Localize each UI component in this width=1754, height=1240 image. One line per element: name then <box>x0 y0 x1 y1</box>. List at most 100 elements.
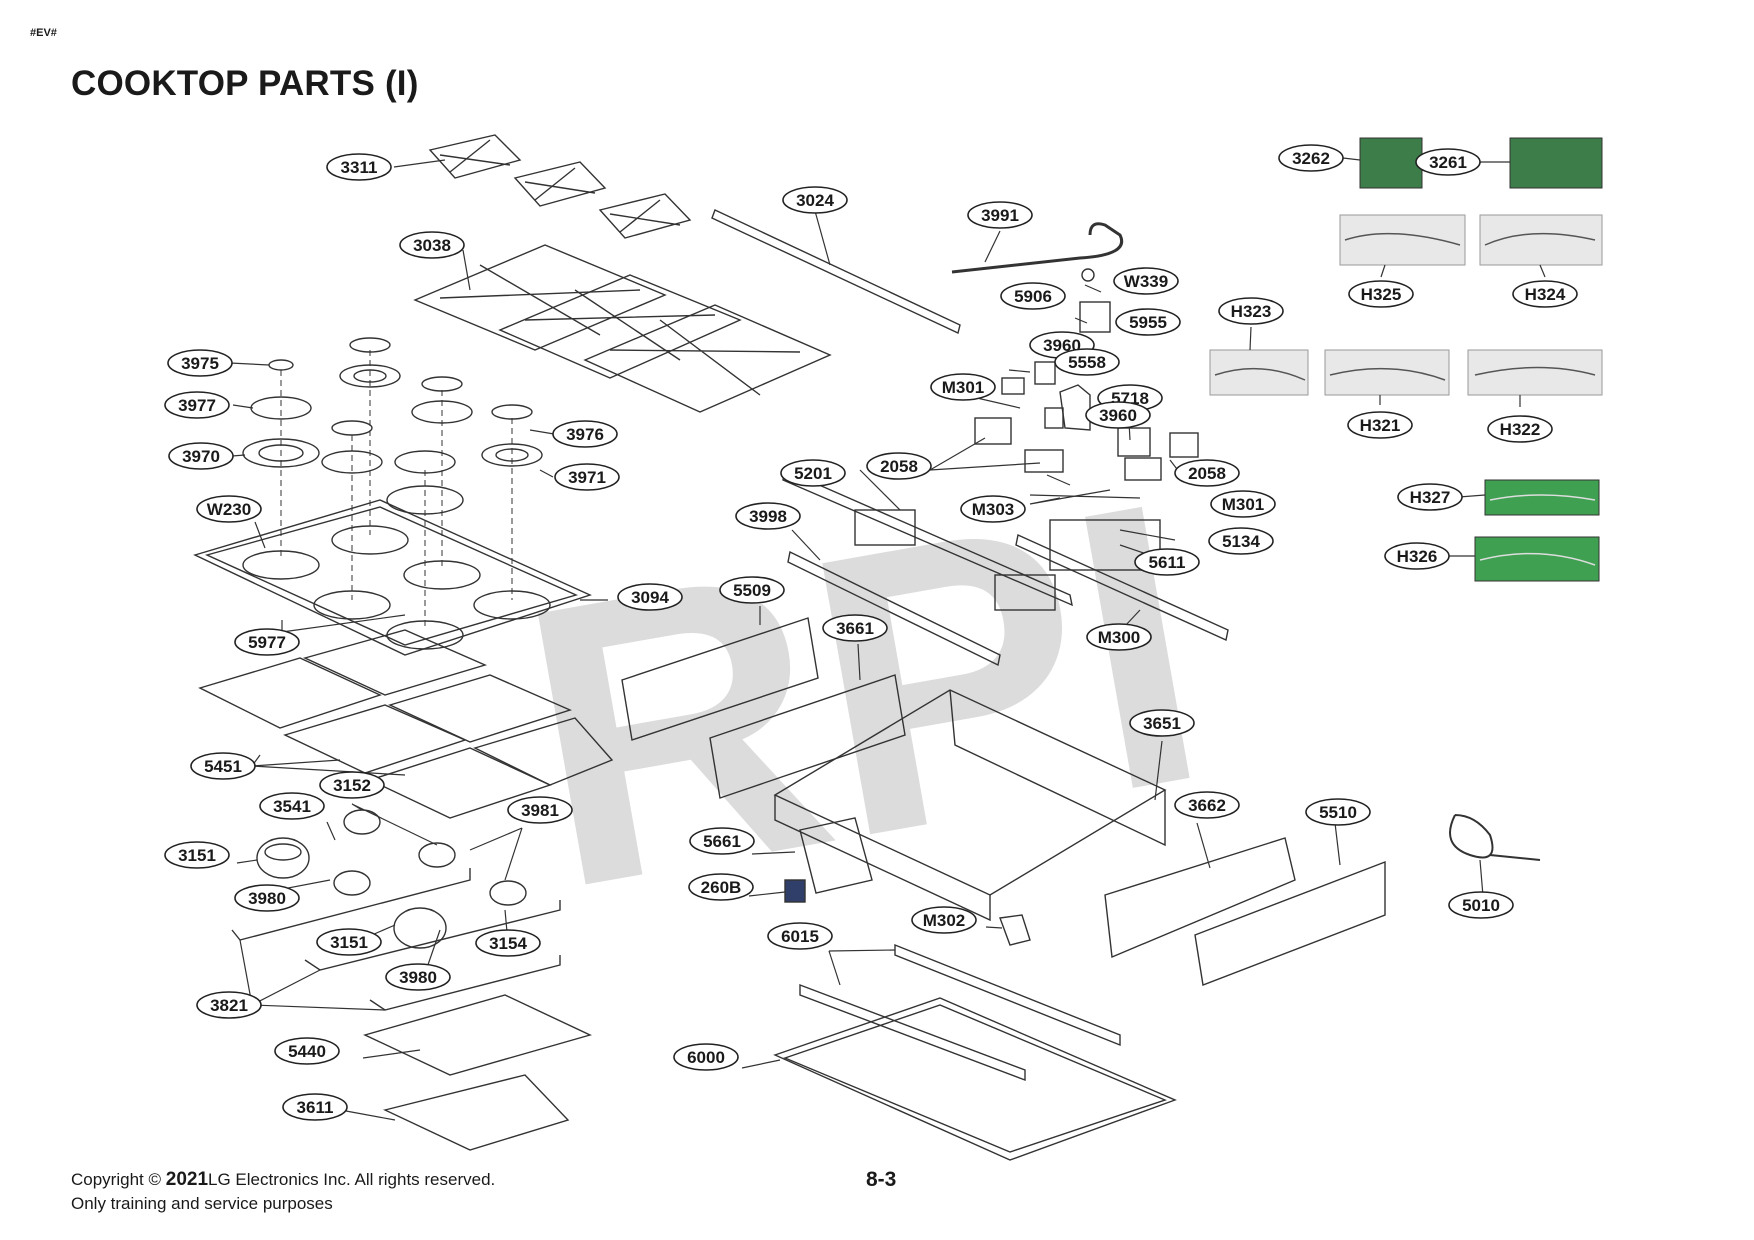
bracket-3821b <box>304 900 561 971</box>
callout-h326: H326 <box>1384 542 1450 570</box>
callout-w230: W230 <box>196 495 262 523</box>
callout-5611: 5611 <box>1134 548 1200 576</box>
rail-6015a <box>799 983 1026 1082</box>
callout-3151: 3151 <box>316 928 382 956</box>
callout-3661: 3661 <box>822 614 888 642</box>
callout-label: 3662 <box>1188 796 1226 815</box>
callout-h325: H325 <box>1348 280 1414 308</box>
callout-h323: H323 <box>1218 297 1284 325</box>
callout-m300: M300 <box>1086 623 1152 651</box>
callout-label: M301 <box>942 378 985 397</box>
callout-label: H321 <box>1360 416 1401 435</box>
callout-label: 3960 <box>1099 406 1137 425</box>
callout-label: 5906 <box>1014 287 1052 306</box>
callout-2058: 2058 <box>866 452 932 480</box>
rail-m300 <box>1015 533 1229 642</box>
callout-label: 5558 <box>1068 353 1106 372</box>
callout-label: H325 <box>1361 285 1402 304</box>
footer-copyright: Copyright © 2021LG Electronics Inc. All … <box>71 1168 495 1216</box>
callout-label: 3311 <box>341 158 378 177</box>
callout-h322: H322 <box>1487 415 1553 443</box>
plate-5440 <box>363 994 592 1076</box>
callout-label: 3262 <box>1292 149 1330 168</box>
grate-piece-3311 <box>428 134 692 239</box>
callout-3998: 3998 <box>735 502 801 530</box>
callout-label: 3261 <box>1429 153 1467 172</box>
callout-h327: H327 <box>1397 483 1463 511</box>
callout-label: W339 <box>1124 272 1168 291</box>
callout-m303: M303 <box>960 495 1026 523</box>
part-photos <box>1209 137 1603 582</box>
callout-label: 3154 <box>489 934 527 953</box>
callout-label: 5451 <box>204 757 242 776</box>
callout-label: 2058 <box>880 457 918 476</box>
callout-5955: 5955 <box>1115 308 1181 336</box>
callout-5661: 5661 <box>689 827 755 855</box>
callout-3151: 3151 <box>164 841 230 869</box>
callout-label: 3991 <box>981 206 1019 225</box>
callout-label: 3152 <box>333 776 371 795</box>
callout-5451: 5451 <box>190 752 256 780</box>
callout-label: 3970 <box>182 447 220 466</box>
callout-label: 5510 <box>1319 803 1357 822</box>
callout-3311: 3311 <box>326 153 392 181</box>
callout-label: 5509 <box>733 581 771 600</box>
callout-3960: 3960 <box>1085 401 1151 429</box>
harness-h326 <box>1474 536 1600 582</box>
callout-label: W230 <box>207 500 251 519</box>
callout-label: 3980 <box>248 889 286 908</box>
burner-parts <box>242 337 543 515</box>
tube-3991 <box>951 222 1124 274</box>
chassis-3651 <box>773 689 1167 922</box>
callout-3541: 3541 <box>259 792 325 820</box>
callout-label: H322 <box>1500 420 1541 439</box>
callout-w339: W339 <box>1113 267 1179 295</box>
callout-3821: 3821 <box>196 991 262 1019</box>
callout-label: 5611 <box>1149 553 1186 572</box>
callout-label: 6000 <box>687 1048 725 1067</box>
bracket-5661 <box>799 817 873 894</box>
callout-5134: 5134 <box>1208 527 1274 555</box>
callout-5510: 5510 <box>1305 798 1371 826</box>
callout-label: 5661 <box>703 832 741 851</box>
callout-label: M302 <box>923 911 966 930</box>
callout-label: 3980 <box>399 968 437 987</box>
callout-3262: 3262 <box>1278 144 1344 172</box>
callout-6015: 6015 <box>767 922 833 950</box>
callout-label: H327 <box>1410 488 1451 507</box>
callout-label: H326 <box>1397 547 1438 566</box>
callout-label: 3821 <box>210 996 248 1015</box>
callout-label: 6015 <box>781 927 819 946</box>
pcb-3262 <box>1359 137 1423 189</box>
callout-5010: 5010 <box>1448 891 1514 919</box>
callout-3152: 3152 <box>319 771 385 799</box>
callout-label: 3038 <box>413 236 451 255</box>
page-number: 8-3 <box>866 1168 897 1191</box>
callout-label: H324 <box>1525 285 1566 304</box>
callout-label: 260B <box>701 878 742 897</box>
callout-label: 5134 <box>1222 532 1260 551</box>
panel-3662 <box>1104 837 1296 959</box>
callout-3651: 3651 <box>1129 709 1195 737</box>
callout-label: 3971 <box>568 468 606 487</box>
callout-3975: 3975 <box>167 349 233 377</box>
copyright-prefix: Copyright © <box>71 1170 162 1189</box>
callout-label: 5201 <box>794 464 832 483</box>
wire-5010 <box>1449 814 1541 861</box>
callout-3261: 3261 <box>1415 148 1481 176</box>
callout-3662: 3662 <box>1174 791 1240 819</box>
bracket-3821c <box>369 955 561 1011</box>
callout-label: 3541 <box>273 797 311 816</box>
callout-label: 3661 <box>836 619 874 638</box>
bracket-m302 <box>999 914 1031 946</box>
copyright-suffix: LG Electronics Inc. All rights reserved. <box>208 1170 496 1189</box>
callout-3971: 3971 <box>554 463 620 491</box>
callout-5201: 5201 <box>780 459 846 487</box>
callout-m301: M301 <box>1210 490 1276 518</box>
callout-label: 2058 <box>1188 464 1226 483</box>
callout-3980: 3980 <box>234 884 300 912</box>
callout-5977: 5977 <box>234 628 300 656</box>
callout-label: 3151 <box>178 846 216 865</box>
panel-5510 <box>1194 860 1386 986</box>
